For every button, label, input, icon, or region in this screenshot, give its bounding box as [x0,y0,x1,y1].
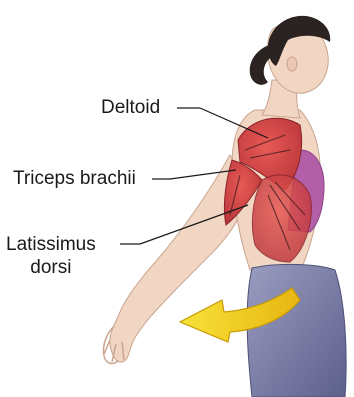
ear [287,57,297,71]
deltoid-label: Deltoid [101,96,160,119]
pants [247,264,346,397]
latissimus-label-line2: dorsi [6,256,96,279]
triceps-brachii-label: Triceps brachii [13,167,136,190]
latissimus-label-line1: Latissimus [6,233,96,256]
latissimus-dorsi-label: Latissimus dorsi [6,233,96,279]
ponytail [250,44,272,85]
